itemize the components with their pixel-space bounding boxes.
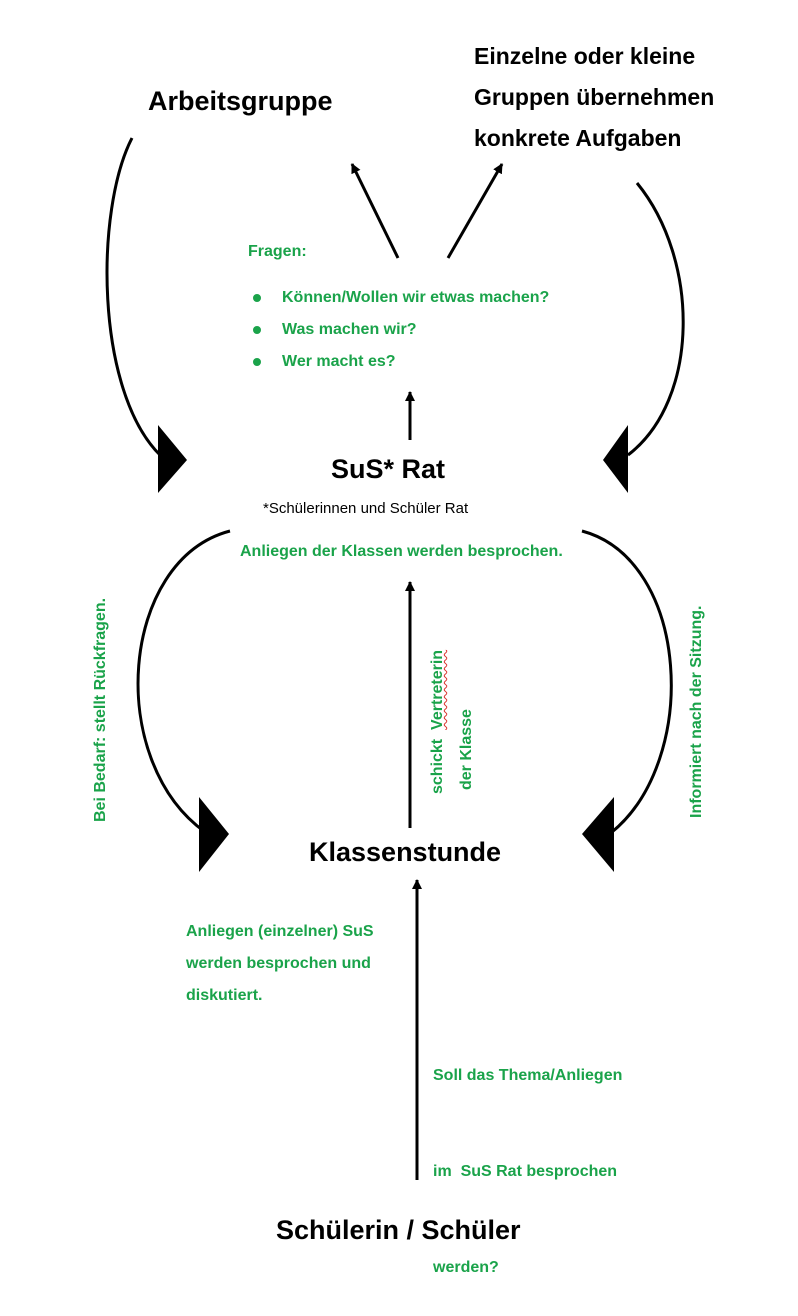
- fragen-item: Können/Wollen wir etwas machen?: [248, 282, 549, 314]
- label-anliegen-sus: Anliegen (einzelner) SuS werden besproch…: [186, 916, 374, 1012]
- fragen-item: Was machen wir?: [248, 314, 549, 346]
- label-soll-das: Soll das Thema/Anliegen im SuS Rat bespr…: [433, 996, 622, 1316]
- fragen-title: Fragen:: [248, 243, 307, 260]
- node-klassenstunde: Klassenstunde: [309, 837, 502, 867]
- label-soll-das-line-3: werden?: [433, 1259, 499, 1276]
- arrowhead-einzelne-to-rat: [603, 425, 628, 493]
- arrow-to-arbeitsgruppe: [350, 163, 400, 259]
- label-soll-das-line-2: im SuS Rat besprochen: [433, 1163, 618, 1180]
- arrowhead-arbeitsgruppe-to-rat: [158, 425, 187, 493]
- label-anliegen-sus-line-1: Anliegen (einzelner) SuS: [186, 923, 374, 940]
- node-einzelne-line-2: Gruppen übernehmen: [474, 84, 715, 110]
- fragen-item-text: Wer macht es?: [282, 353, 396, 370]
- node-einzelne: Einzelne oder kleine Gruppen übernehmen …: [474, 36, 714, 159]
- label-der-klasse: der Klasse: [458, 709, 475, 790]
- label-soll-das-line-1: Soll das Thema/Anliegen: [433, 1067, 623, 1084]
- node-sus-rat: SuS* Rat: [331, 454, 446, 484]
- bullet-icon: [253, 294, 261, 302]
- curve-rat-to-klassenstunde-left: [136, 529, 231, 834]
- fragen-list: Können/Wollen wir etwas machen? Was mach…: [248, 282, 549, 378]
- fragen-item-text: Was machen wir?: [282, 321, 417, 338]
- fragen-item: Wer macht es?: [248, 346, 549, 378]
- label-informiert: Informiert nach der Sitzung.: [688, 605, 705, 818]
- label-anliegen-klassen: Anliegen der Klassen werden besprochen.: [240, 543, 563, 560]
- sus-rat-footnote: *Schülerinnen und Schüler Rat: [263, 500, 469, 517]
- curve-einzelne-to-rat: [627, 182, 685, 457]
- bullet-icon: [253, 326, 261, 334]
- fragen-item-text: Können/Wollen wir etwas machen?: [282, 289, 550, 306]
- arrowhead-rat-to-klassenstunde-right: [582, 797, 614, 872]
- diagram-connectors: [105, 137, 685, 1180]
- node-schueler: Schülerin / Schüler: [276, 1215, 521, 1245]
- node-arbeitsgruppe: Arbeitsgruppe: [148, 86, 333, 116]
- arrow-to-einzelne: [446, 163, 504, 259]
- curve-rat-to-klassenstunde-right: [581, 529, 673, 834]
- arrowhead-rat-to-klassenstunde-left: [199, 797, 229, 872]
- label-schickt: schickt: [429, 738, 446, 794]
- label-bei-bedarf: Bei Bedarf: stellt Rückfragen.: [92, 597, 109, 822]
- label-schickt-line: schickt Vertreterin: [429, 650, 447, 794]
- node-einzelne-line-3: konkrete Aufgaben: [474, 125, 682, 151]
- node-einzelne-line-1: Einzelne oder kleine: [474, 43, 696, 69]
- bullet-icon: [253, 358, 261, 366]
- label-anliegen-sus-line-3: diskutiert.: [186, 987, 263, 1004]
- label-vertreterin: Vertreterin: [429, 649, 446, 730]
- curve-arbeitsgruppe-to-rat: [105, 137, 162, 457]
- label-anliegen-sus-line-2: werden besprochen und: [186, 955, 371, 972]
